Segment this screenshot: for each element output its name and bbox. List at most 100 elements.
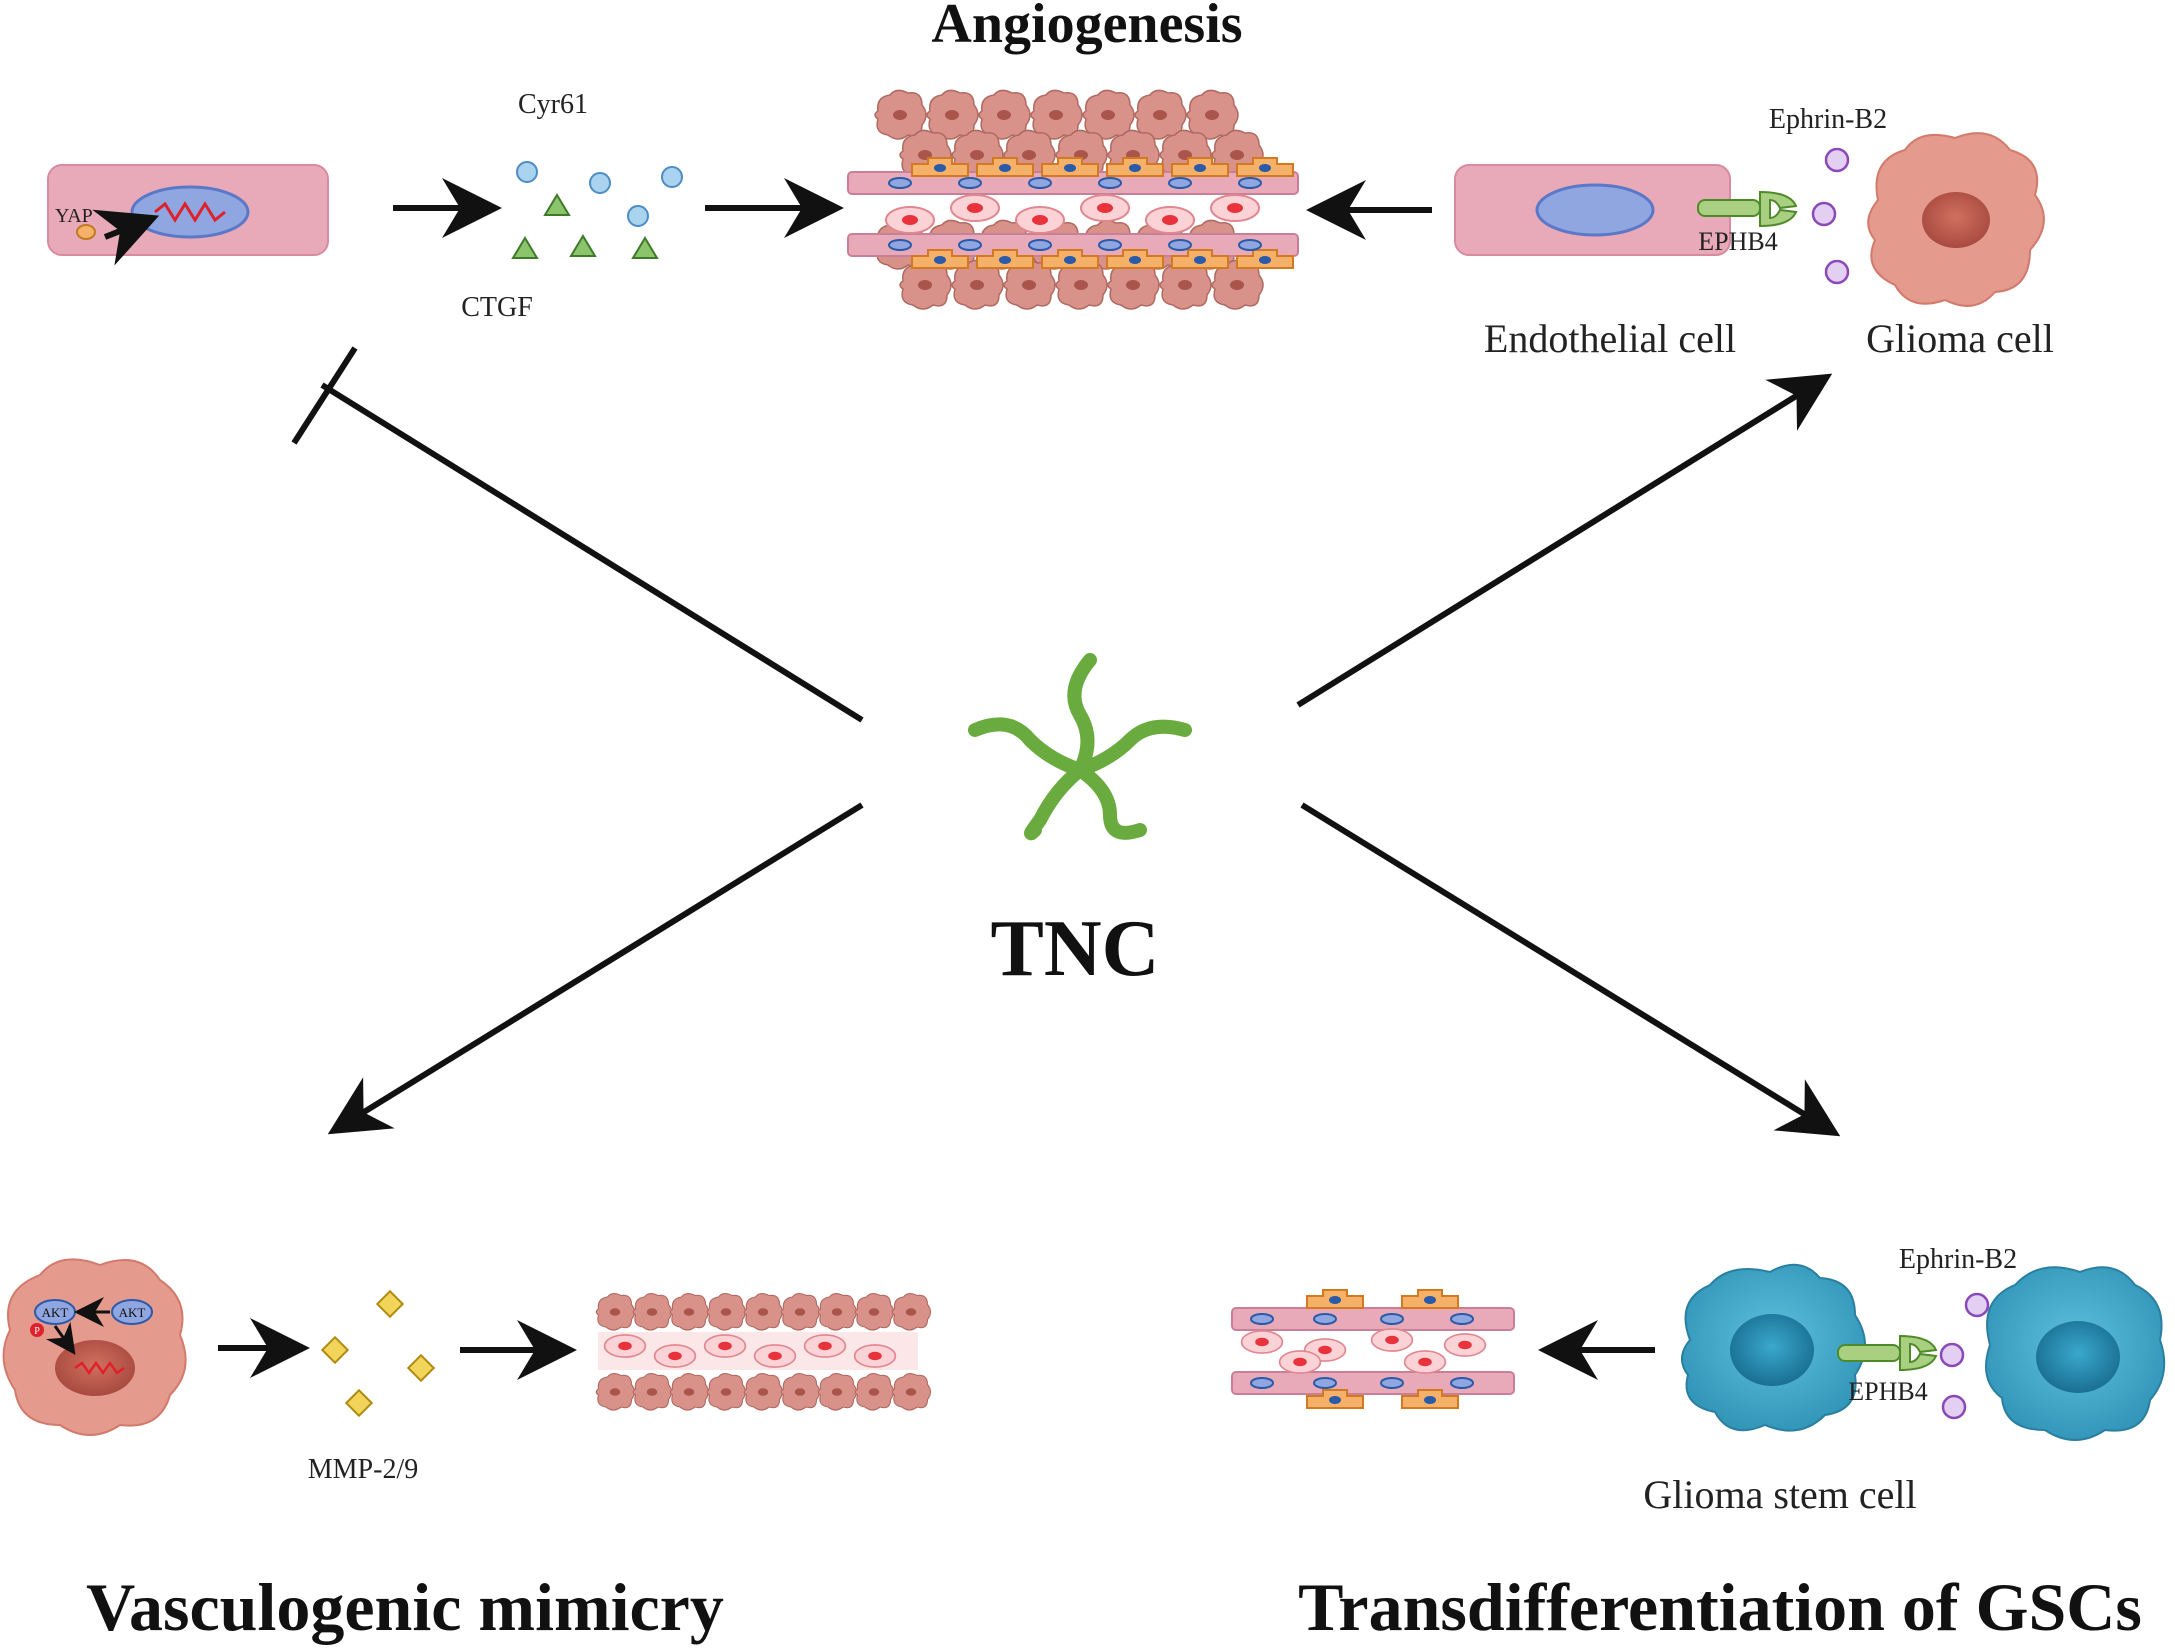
tumor-cell-icon xyxy=(854,1373,895,1411)
cyr61-label: Cyr61 xyxy=(518,89,588,120)
cyr61-icon xyxy=(516,161,538,183)
cyr61-ctgf-factors: Cyr61 CTGF xyxy=(461,89,683,323)
ephrin-b2-label-bottom: Ephrin-B2 xyxy=(1899,1244,2017,1275)
tumor-cell-icon xyxy=(595,1293,636,1331)
red-blood-cell-icon xyxy=(1210,194,1260,222)
endothelial-nucleus-icon xyxy=(1380,1377,1404,1389)
akt-glioma-cell: AKT AKT P xyxy=(2,1258,187,1436)
red-blood-cell-icon xyxy=(753,1344,797,1368)
mmp-label: MMP-2/9 xyxy=(308,1454,418,1485)
glioma-stem-cell-2 xyxy=(1985,1266,2166,1441)
arrow-to-glioma-cell xyxy=(1296,373,1833,708)
endothelial-nucleus-icon xyxy=(1028,239,1052,251)
arrow-to-gsc xyxy=(1300,802,1841,1137)
endothelial-nucleus-icon xyxy=(1098,177,1122,189)
mmp-icon xyxy=(406,1353,436,1383)
endothelial-nucleus-icon xyxy=(1168,177,1192,189)
ephb4-label-top: EPHB4 xyxy=(1698,227,1777,256)
endothelial-nucleus-icon xyxy=(1450,1377,1474,1389)
red-blood-cell-icon xyxy=(1080,194,1130,222)
phospho-label: P xyxy=(34,1326,40,1337)
ephrin-b2-icon xyxy=(1964,1292,1990,1318)
red-blood-cell-icon xyxy=(653,1344,697,1368)
tumor-cell-icon xyxy=(854,1293,895,1331)
tumor-cell-icon xyxy=(817,1293,858,1331)
mmp-icon xyxy=(375,1289,405,1319)
heading-angiogenesis: Angiogenesis xyxy=(931,0,1242,55)
tumor-cell-icon xyxy=(632,1373,673,1411)
ephrin-b2-bottom: Ephrin-B2 xyxy=(1899,1244,2017,1420)
pericyte-icon xyxy=(1306,1289,1364,1309)
glioma-cell-label: Glioma cell xyxy=(1866,316,2054,361)
endothelial-nucleus-icon xyxy=(1028,177,1052,189)
gsc-derived-vessel xyxy=(1231,1289,1515,1409)
endothelial-cell-label: Endothelial cell xyxy=(1484,316,1736,361)
angiogenesis-vessel xyxy=(847,89,1299,310)
endothelial-nucleus-icon xyxy=(1313,1313,1337,1325)
tnc-molecule-icon xyxy=(968,653,1192,841)
ephrin-b2-label-top: Ephrin-B2 xyxy=(1769,104,1887,135)
red-blood-cell-icon xyxy=(1443,1333,1487,1357)
endothelial-nucleus-icon xyxy=(958,239,982,251)
red-blood-cell-icon xyxy=(1240,1330,1284,1354)
yap-protein-icon xyxy=(76,224,96,240)
ctgf-icon xyxy=(543,193,571,216)
red-blood-cell-icon xyxy=(1278,1350,1322,1374)
cyr61-icon xyxy=(589,172,611,194)
pericyte-icon xyxy=(1401,1289,1459,1309)
red-blood-cell-icon xyxy=(950,194,1000,222)
ephrin-b2-icon xyxy=(1824,147,1850,173)
cyr61-icon xyxy=(627,205,649,227)
mmp-icon xyxy=(320,1335,350,1365)
ctgf-icon xyxy=(569,234,597,257)
inhibition-line-top-left xyxy=(291,346,864,723)
tumor-cell-icon xyxy=(891,1373,932,1411)
yap-label: YAP xyxy=(55,205,93,227)
mmp-factors: MMP-2/9 xyxy=(308,1289,436,1485)
vasculogenic-mimicry-channel xyxy=(595,1293,932,1411)
akt-label-left: AKT xyxy=(42,1305,69,1320)
dna-icon xyxy=(74,1360,125,1376)
tumor-cell-icon xyxy=(817,1373,858,1411)
ephrin-b2-icon xyxy=(1824,259,1850,285)
ephrin-b2-icon xyxy=(1939,1342,1965,1368)
akt-icon xyxy=(111,1299,153,1325)
red-blood-cell-icon xyxy=(885,206,935,234)
tumor-cell-icon xyxy=(669,1373,710,1411)
glioma-stem-cell-label: Glioma stem cell xyxy=(1643,1472,1916,1517)
ephrin-b2-icon xyxy=(1811,201,1837,227)
red-blood-cell-icon xyxy=(1403,1350,1447,1374)
red-blood-cell-icon xyxy=(1015,206,1065,234)
endothelial-nucleus-icon xyxy=(1238,239,1262,251)
tumor-cell-icon xyxy=(706,1293,747,1331)
ctgf-label: CTGF xyxy=(461,292,533,323)
tumor-cell-icon xyxy=(780,1293,821,1331)
red-blood-cell-icon xyxy=(1145,206,1195,234)
vessel-wall-bottom xyxy=(1231,1371,1515,1395)
ephb4-label-bottom: EPHB4 xyxy=(1848,1377,1927,1406)
ctgf-icon xyxy=(631,236,659,259)
ephrin-b2-top: Ephrin-B2 xyxy=(1769,104,1887,285)
phospho-icon xyxy=(30,1323,44,1337)
endothelial-nucleus-icon xyxy=(1250,1313,1274,1325)
dna-icon xyxy=(154,201,226,223)
endothelial-nucleus-icon xyxy=(958,177,982,189)
tumor-cell-icon xyxy=(632,1293,673,1331)
endothelial-nucleus-icon xyxy=(1168,239,1192,251)
endothelial-nucleus-icon xyxy=(1250,1377,1274,1389)
red-blood-cell-icon xyxy=(1370,1328,1414,1352)
ctgf-icon xyxy=(511,236,539,259)
cyr61-icon xyxy=(661,166,683,188)
red-blood-cell-icon xyxy=(803,1334,847,1358)
tumor-cell-icon xyxy=(743,1293,784,1331)
endothelial-nucleus-icon xyxy=(888,177,912,189)
tumor-cell-icon xyxy=(706,1373,747,1411)
tnc-label: TNC xyxy=(991,905,1160,993)
ephb4-receptor-icon xyxy=(1697,199,1761,217)
red-blood-cell-icon xyxy=(853,1344,897,1368)
endothelial-nucleus-icon xyxy=(1098,239,1122,251)
mmp-icon xyxy=(344,1388,374,1418)
endothelial-nucleus-icon xyxy=(1450,1313,1474,1325)
